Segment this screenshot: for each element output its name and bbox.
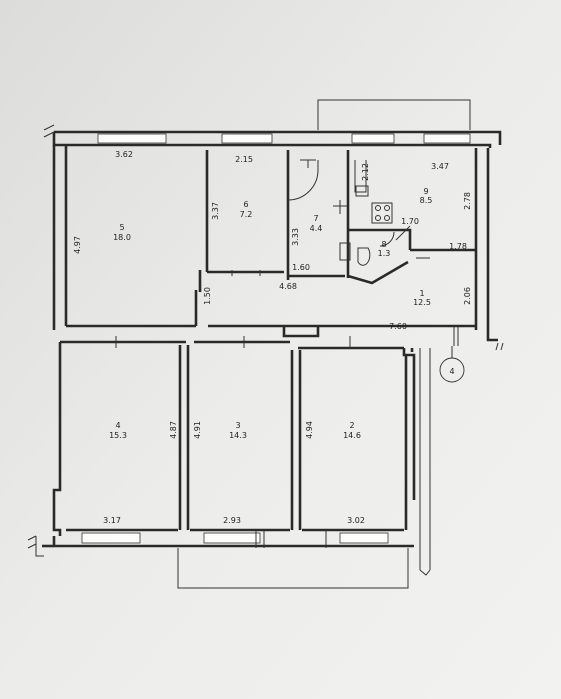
dimension-label: 1.70: [401, 217, 419, 226]
dimension-label: 3.33: [291, 228, 300, 246]
bottom-windows: [81, 530, 389, 548]
dimension-label: 4.97: [73, 236, 82, 254]
top-windows: [97, 133, 471, 144]
balcony-bottom: [177, 548, 409, 589]
interior-walls-upper: [194, 150, 476, 326]
dimension-label: 4.87: [169, 421, 178, 439]
dimension-label: 1.78: [449, 242, 467, 251]
dimension-label: 2.12: [361, 163, 370, 181]
dimension-label: 7.60: [389, 322, 407, 331]
dimension-label: 4.91: [193, 421, 202, 439]
dimension-label: 1.50: [203, 287, 212, 305]
room-4-number: 4: [115, 421, 120, 430]
room-3-area: 14.3: [229, 431, 247, 440]
interior-walls-middle: [60, 326, 459, 576]
dimension-label: 2.78: [463, 192, 472, 210]
dimension-labels: 3.62 2.15 2.12 3.47 4.97 3.37 3.33 2.78 …: [73, 150, 472, 525]
interior-walls-lower: [27, 342, 414, 557]
dimension-label: 4.68: [279, 282, 297, 291]
room-3-number: 3: [235, 421, 240, 430]
room-8-number: 8: [381, 240, 386, 249]
room-6-area: 7.2: [240, 210, 253, 219]
axis-marker-label: 4: [449, 367, 454, 376]
room-5-number: 5: [119, 223, 124, 232]
room-9-number: 9: [423, 187, 428, 196]
dimension-label: 2.15: [235, 155, 253, 164]
dimension-label: 3.37: [211, 202, 220, 220]
dimension-label: 2.93: [223, 516, 241, 525]
dimension-label: 3.62: [115, 150, 133, 159]
room-8-area: 1.3: [378, 249, 391, 258]
balcony-top: [317, 99, 471, 130]
room-2-area: 14.6: [343, 431, 361, 440]
room-6-number: 6: [243, 200, 248, 209]
room-4-area: 15.3: [109, 431, 127, 440]
room-1-number: 1: [419, 289, 424, 298]
dimension-label: 3.17: [103, 516, 121, 525]
room-1-area: 12.5: [413, 298, 431, 307]
dimension-label: 1.60: [292, 263, 310, 272]
room-2-number: 2: [349, 421, 354, 430]
room-5-area: 18.0: [113, 233, 131, 242]
room-labels: 1 12.5 2 14.6 3 14.3 4 15.3 5 18.0 6 7.2…: [109, 187, 432, 440]
outer-walls: [43, 124, 504, 351]
room-9-area: 8.5: [420, 196, 433, 205]
dimension-label: 2.06: [463, 287, 472, 305]
dimension-label: 4.94: [305, 421, 314, 439]
room-7-number: 7: [313, 214, 318, 223]
room-7-area: 4.4: [310, 224, 323, 233]
dimension-label: 3.02: [347, 516, 365, 525]
dimension-label: 3.47: [431, 162, 449, 171]
